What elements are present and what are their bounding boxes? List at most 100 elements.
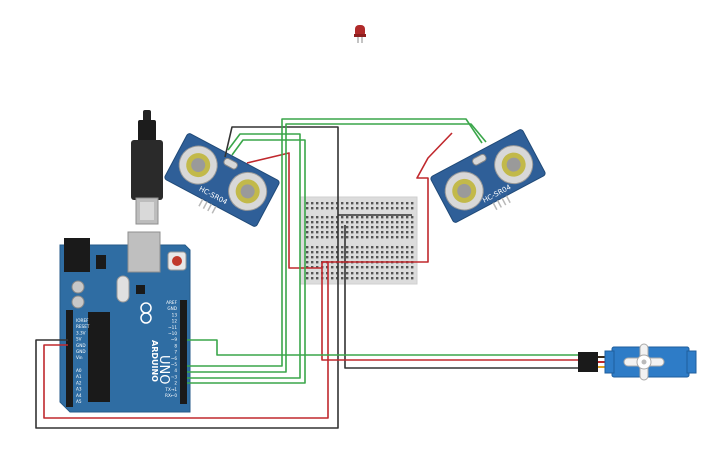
breadboard-hole[interactable] — [321, 207, 324, 210]
breadboard-hole[interactable] — [411, 251, 414, 254]
breadboard-hole[interactable] — [371, 216, 374, 219]
breadboard-hole[interactable] — [326, 256, 329, 259]
breadboard-hole[interactable] — [356, 251, 359, 254]
breadboard-hole[interactable] — [401, 207, 404, 210]
breadboard-hole[interactable] — [386, 246, 389, 249]
breadboard-hole[interactable] — [386, 272, 389, 275]
breadboard-hole[interactable] — [381, 246, 384, 249]
breadboard-hole[interactable] — [326, 207, 329, 210]
breadboard-hole[interactable] — [391, 216, 394, 219]
wire-red-5v-arduino[interactable] — [43, 261, 329, 419]
breadboard-hole[interactable] — [371, 226, 374, 229]
breadboard-hole[interactable] — [371, 256, 374, 259]
breadboard-hole[interactable] — [396, 202, 399, 205]
breadboard-hole[interactable] — [346, 231, 349, 234]
breadboard-hole[interactable] — [411, 236, 414, 239]
breadboard-hole[interactable] — [396, 221, 399, 224]
breadboard-hole[interactable] — [401, 231, 404, 234]
breadboard-hole[interactable] — [331, 277, 334, 280]
breadboard-hole[interactable] — [326, 216, 329, 219]
breadboard-hole[interactable] — [311, 226, 314, 229]
breadboard-hole[interactable] — [386, 266, 389, 269]
breadboard-hole[interactable] — [331, 246, 334, 249]
breadboard-hole[interactable] — [401, 251, 404, 254]
breadboard-hole[interactable] — [376, 272, 379, 275]
breadboard-hole[interactable] — [311, 216, 314, 219]
breadboard-hole[interactable] — [386, 236, 389, 239]
breadboard-hole[interactable] — [361, 231, 364, 234]
breadboard-hole[interactable] — [391, 256, 394, 259]
breadboard-hole[interactable] — [391, 207, 394, 210]
breadboard-hole[interactable] — [406, 207, 409, 210]
breadboard-hole[interactable] — [316, 272, 319, 275]
breadboard-hole[interactable] — [406, 251, 409, 254]
breadboard-hole[interactable] — [371, 207, 374, 210]
breadboard-hole[interactable] — [371, 231, 374, 234]
breadboard-hole[interactable] — [326, 246, 329, 249]
breadboard-hole[interactable] — [411, 221, 414, 224]
breadboard-hole[interactable] — [361, 221, 364, 224]
breadboard-hole[interactable] — [306, 221, 309, 224]
breadboard-hole[interactable] — [396, 246, 399, 249]
breadboard-hole[interactable] — [351, 226, 354, 229]
breadboard-hole[interactable] — [356, 231, 359, 234]
breadboard-hole[interactable] — [386, 256, 389, 259]
breadboard-hole[interactable] — [391, 272, 394, 275]
breadboard-hole[interactable] — [401, 216, 404, 219]
wire-red-vcc-right-sensor[interactable] — [322, 132, 453, 263]
breadboard-hole[interactable] — [351, 246, 354, 249]
breadboard-hole[interactable] — [376, 231, 379, 234]
breadboard-hole[interactable] — [391, 221, 394, 224]
breadboard-hole[interactable] — [411, 246, 414, 249]
breadboard-hole[interactable] — [381, 272, 384, 275]
breadboard-hole[interactable] — [346, 207, 349, 210]
breadboard-hole[interactable] — [406, 221, 409, 224]
breadboard-hole[interactable] — [376, 202, 379, 205]
breadboard-hole[interactable] — [386, 216, 389, 219]
breadboard-hole[interactable] — [406, 277, 409, 280]
breadboard-hole[interactable] — [411, 226, 414, 229]
breadboard-hole[interactable] — [311, 256, 314, 259]
breadboard-hole[interactable] — [326, 202, 329, 205]
breadboard-hole[interactable] — [396, 236, 399, 239]
breadboard-hole[interactable] — [306, 277, 309, 280]
breadboard-hole[interactable] — [366, 251, 369, 254]
breadboard-hole[interactable] — [366, 256, 369, 259]
wire-black-gnd-left-sensor[interactable] — [224, 126, 339, 215]
breadboard-hole[interactable] — [386, 202, 389, 205]
breadboard-hole[interactable] — [366, 266, 369, 269]
breadboard-hole[interactable] — [346, 251, 349, 254]
breadboard-hole[interactable] — [316, 202, 319, 205]
breadboard-hole[interactable] — [326, 236, 329, 239]
breadboard-hole[interactable] — [356, 221, 359, 224]
breadboard-hole[interactable] — [391, 202, 394, 205]
breadboard-hole[interactable] — [411, 216, 414, 219]
breadboard-hole[interactable] — [321, 256, 324, 259]
breadboard-hole[interactable] — [401, 236, 404, 239]
breadboard-hole[interactable] — [321, 246, 324, 249]
breadboard-hole[interactable] — [351, 207, 354, 210]
breadboard-hole[interactable] — [366, 207, 369, 210]
breadboard-hole[interactable] — [331, 202, 334, 205]
breadboard-hole[interactable] — [356, 226, 359, 229]
breadboard-hole[interactable] — [376, 266, 379, 269]
breadboard-hole[interactable] — [341, 277, 344, 280]
breadboard-hole[interactable] — [311, 202, 314, 205]
breadboard-hole[interactable] — [411, 277, 414, 280]
breadboard-hole[interactable] — [306, 246, 309, 249]
breadboard-hole[interactable] — [386, 251, 389, 254]
breadboard-hole[interactable] — [406, 226, 409, 229]
breadboard-hole[interactable] — [351, 266, 354, 269]
breadboard-hole[interactable] — [391, 251, 394, 254]
breadboard-hole[interactable] — [321, 231, 324, 234]
wire-green-servo-signal[interactable] — [187, 339, 578, 356]
breadboard-hole[interactable] — [396, 216, 399, 219]
breadboard-hole[interactable] — [381, 216, 384, 219]
breadboard-hole[interactable] — [361, 216, 364, 219]
breadboard-hole[interactable] — [381, 251, 384, 254]
breadboard-hole[interactable] — [306, 216, 309, 219]
breadboard-hole[interactable] — [341, 226, 344, 229]
breadboard-hole[interactable] — [311, 272, 314, 275]
breadboard-hole[interactable] — [406, 231, 409, 234]
breadboard-hole[interactable] — [331, 251, 334, 254]
